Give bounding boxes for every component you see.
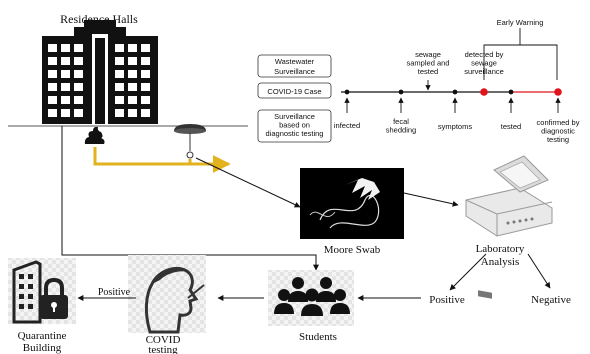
hall-to-students-connector: [61, 126, 319, 271]
timeline-event-label: shedding: [386, 126, 416, 135]
lab-to-positive-arrow: [449, 253, 487, 291]
timeline-event-dot: [508, 89, 514, 95]
students-group-icon: [268, 270, 354, 326]
timeline-event-label: sewage: [471, 59, 497, 68]
early-warning-bracket: [483, 44, 558, 80]
timeline-event-label: tested: [418, 67, 438, 76]
timeline-row-label: based on: [279, 121, 310, 130]
timeline-event-dot: [398, 89, 404, 95]
timeline-event-dot: [344, 89, 350, 95]
timeline-row-label: diagnostic testing: [266, 129, 324, 138]
timeline-row-label: COVID-19 Case: [267, 87, 321, 96]
timeline-event-label: sampled and: [407, 59, 450, 68]
swab-to-lab-arrow: [403, 192, 459, 207]
positive-arrow-label: Positive: [98, 287, 131, 298]
residence-halls-label: Residence Halls: [60, 12, 138, 26]
early-warning-label: Early Warning: [497, 18, 544, 27]
moore-swab-photo: [300, 168, 404, 239]
row-box-diagnostic: [257, 109, 332, 143]
timeline-event-label: infected: [334, 121, 360, 130]
timeline-event-label: sewage: [415, 50, 441, 59]
pcr-machine-icon: [465, 155, 553, 299]
row-box-covid-case: [257, 82, 332, 99]
timeline-row-label: Surveillance: [274, 67, 315, 76]
laboratory-label-1: Laboratory: [476, 243, 525, 255]
timeline-event-dot: [480, 88, 488, 96]
drain-to-swab-arrow: [195, 157, 301, 208]
timeline-event-label: detected by: [465, 50, 504, 59]
timeline-event-label: fecal: [393, 117, 409, 126]
timeline-row-label: Wastewater: [275, 57, 315, 66]
timeline-event-label: tested: [501, 122, 521, 131]
building-icon: [42, 20, 158, 124]
laboratory-label-2: Analysis: [481, 256, 520, 268]
timeline-event-label: confirmed by: [537, 118, 580, 127]
manhole-icon: [174, 124, 206, 159]
timeline-event-dot: [452, 89, 458, 95]
timeline-event-dot: [554, 88, 562, 96]
positive-label: Positive: [429, 294, 465, 306]
quarantine-label-2: Building: [23, 342, 62, 354]
poop-icon: [84, 126, 105, 144]
covid-testing-label-2: testing: [148, 344, 178, 354]
timeline-event-label: testing: [547, 135, 569, 144]
moore-swab-label: Moore Swab: [324, 244, 381, 256]
students-label: Students: [299, 331, 337, 343]
face-testing-icon: [128, 255, 206, 334]
quarantine-label-1: Quarantine: [18, 330, 67, 342]
timeline-event-label: surveillance: [464, 67, 504, 76]
timeline-event-label: symptoms: [438, 122, 472, 131]
timeline-event-label: diagnostic: [541, 127, 575, 136]
negative-label: Negative: [531, 294, 571, 306]
lock-building-icon: [8, 258, 76, 324]
lab-to-negative-arrow: [527, 253, 551, 289]
row-box-wastewater: [257, 54, 332, 78]
wastewater-pipe: [93, 147, 231, 173]
timeline-row-label: Surveillance: [274, 112, 315, 121]
covid-testing-label-1: COVID: [146, 334, 181, 346]
